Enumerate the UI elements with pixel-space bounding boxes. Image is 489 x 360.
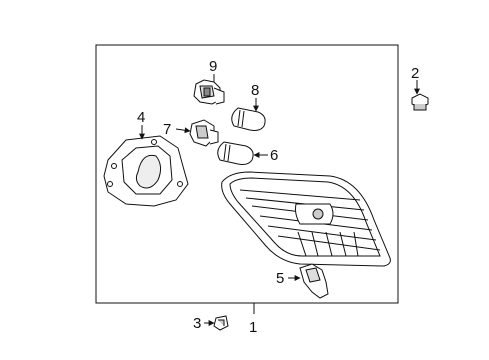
callout-2: 2 [411, 65, 419, 82]
gasket-4 [103, 135, 189, 207]
assembly-frame [95, 44, 399, 304]
tail-lamp-lens [221, 171, 391, 267]
clip-3 [213, 315, 229, 331]
bulb-8 [231, 107, 266, 131]
callout-9: 9 [209, 58, 217, 75]
callout-5: 5 [276, 270, 284, 287]
callout-7: 7 [163, 121, 171, 138]
callout-3: 3 [193, 315, 201, 332]
leader-7 [175, 127, 191, 134]
callout-4: 4 [137, 109, 145, 126]
bulb-socket-9 [193, 79, 225, 105]
bracket-5 [299, 263, 329, 299]
callout-8: 8 [251, 82, 259, 99]
push-clip-2 [411, 93, 429, 111]
bulb-6 [217, 141, 254, 165]
callout-6: 6 [270, 147, 278, 164]
socket-7 [189, 119, 219, 147]
callout-1: 1 [249, 319, 257, 336]
